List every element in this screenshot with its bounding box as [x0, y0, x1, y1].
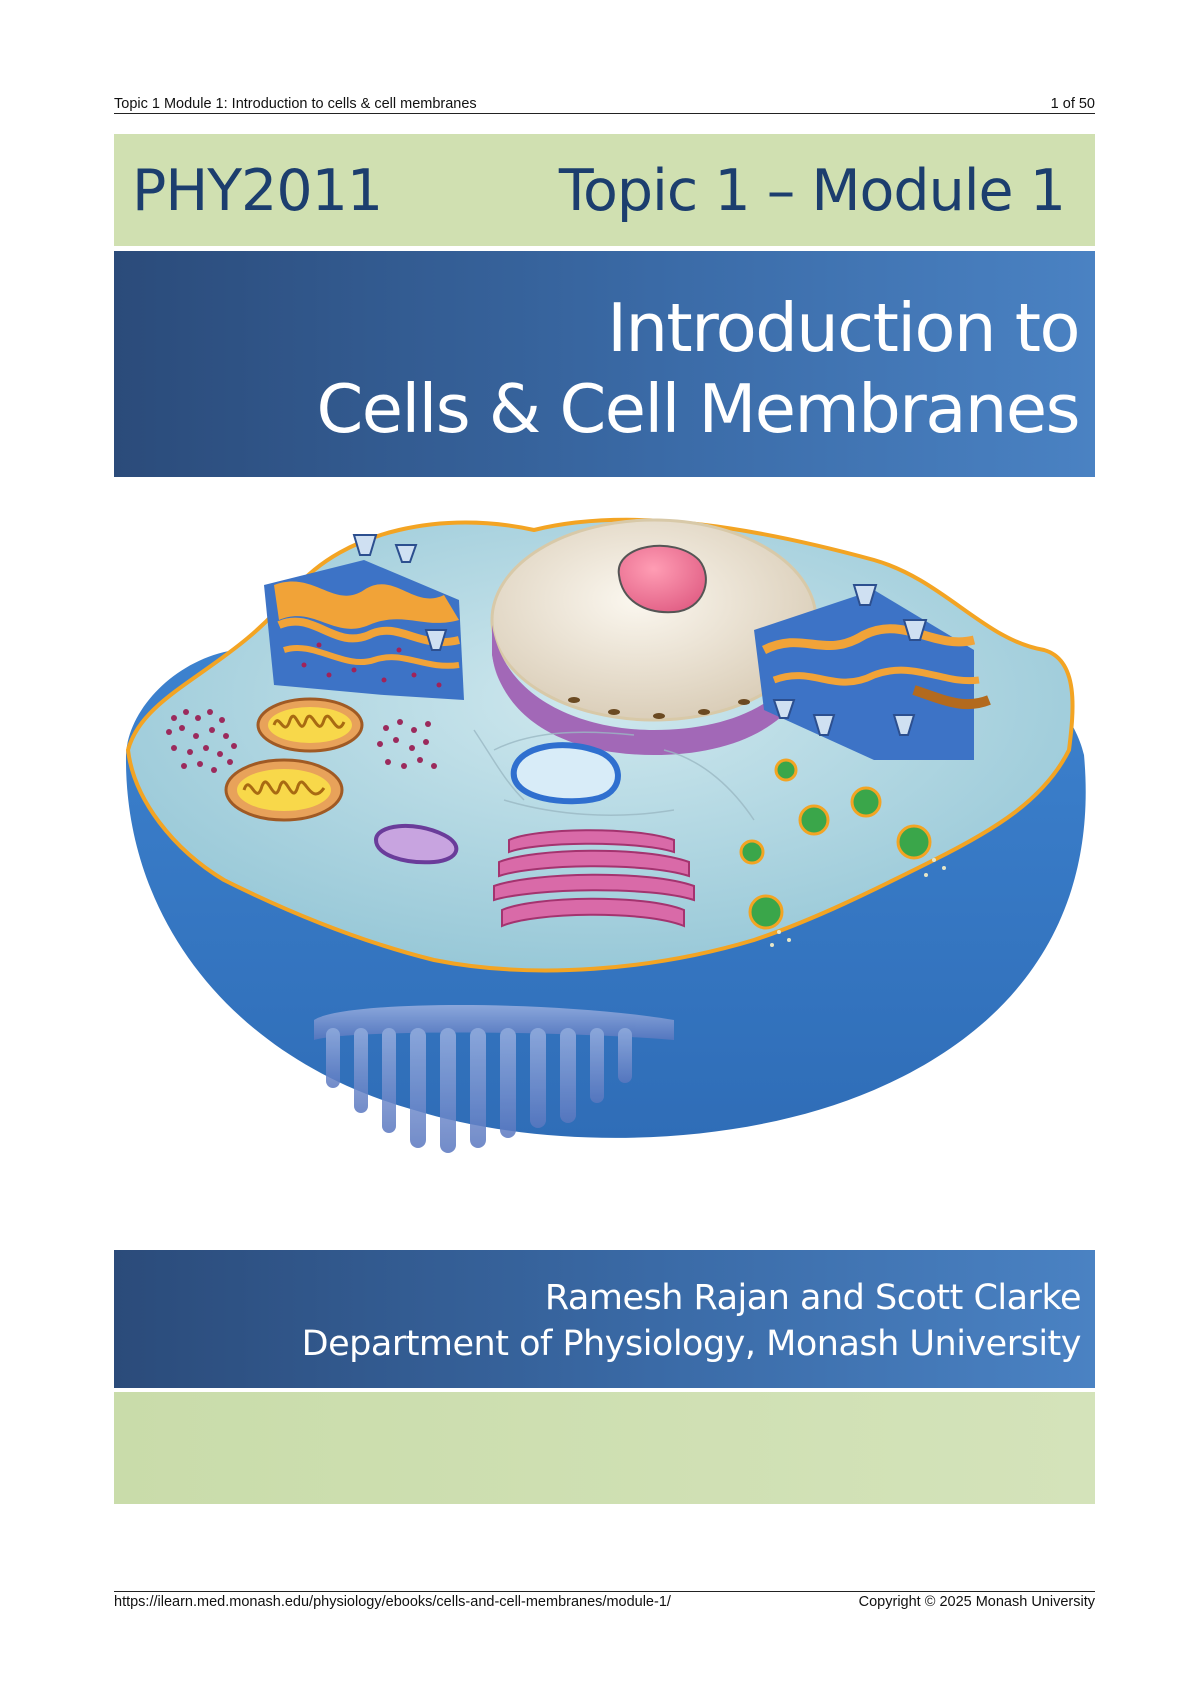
lysosome [373, 823, 459, 865]
decorative-band [114, 1392, 1095, 1504]
department: Department of Physiology, Monash Univers… [301, 1324, 1082, 1364]
course-banner: PHY2011 Topic 1 – Module 1 [114, 134, 1095, 246]
nucleus [490, 518, 818, 755]
golgi-apparatus [493, 829, 695, 928]
title-banner: Introduction to Cells & Cell Membranes [114, 251, 1095, 477]
exocytosis-particles [770, 858, 946, 947]
course-code: PHY2011 [132, 158, 383, 224]
page-indicator: 1 of 50 [1050, 96, 1095, 112]
rough-er-left [264, 534, 464, 700]
cell-illustration [125, 517, 1086, 1153]
cytoskeleton [473, 729, 755, 821]
footer-url: https://ilearn.med.monash.edu/physiology… [114, 1594, 671, 1610]
secretory-vesicles [739, 758, 932, 930]
authors-banner: Ramesh Rajan and Scott Clarke Department… [114, 1250, 1095, 1388]
running-footer: https://ilearn.med.monash.edu/physiology… [114, 1591, 1095, 1610]
running-header: Topic 1 Module 1: Introduction to cells … [114, 96, 1095, 114]
mitochondrion-2 [224, 758, 344, 822]
microvilli [314, 1005, 674, 1153]
mitochondrion-1 [256, 697, 364, 753]
running-title: Topic 1 Module 1: Introduction to cells … [114, 96, 477, 112]
rough-er-right [754, 584, 991, 760]
topic-module-label: Topic 1 – Module 1 [558, 158, 1066, 224]
title-line-1: Introduction to [607, 289, 1080, 367]
authors: Ramesh Rajan and Scott Clarke [544, 1278, 1082, 1318]
ribosomes-middle [377, 719, 437, 769]
vacuole [510, 742, 621, 805]
title-line-2: Cells & Cell Membranes [316, 370, 1080, 448]
footer-copyright: Copyright © 2025 Monash University [858, 1594, 1095, 1610]
nucleolus [617, 544, 707, 614]
ribosomes-left [166, 709, 237, 773]
